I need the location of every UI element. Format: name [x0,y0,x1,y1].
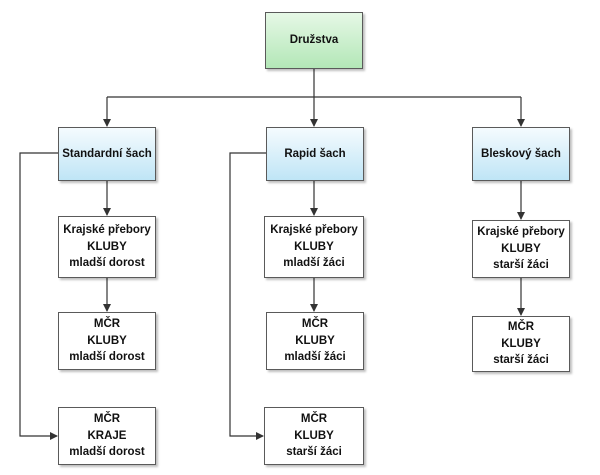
competition-box: Krajské přebory KLUBY mladší dorost [58,216,156,278]
root-box: Družstva [265,12,363,69]
competition-line: Krajské přebory [270,224,358,237]
category-label: Standardní šach [62,147,152,160]
competition-line: starší žáci [286,446,342,459]
competition-line: KLUBY [501,337,541,350]
connector-rapid-side [229,152,266,440]
competition-line: MČR [507,321,535,334]
competition-line: starší žáci [493,354,549,367]
category-label: Rapid šach [284,147,346,160]
competition-box: Krajské přebory KLUBY starší žáci [472,220,570,278]
competition-line: MČR [301,318,329,331]
competition-line: mladší dorost [69,351,145,364]
competition-box: MČR KLUBY mladší dorost [58,312,156,370]
competition-line: KLUBY [87,334,127,347]
category-box-rapid: Rapid šach [266,127,364,181]
competition-line: mladší žáci [284,351,346,364]
competition-line: mladší žáci [283,257,345,270]
competition-line: mladší dorost [69,257,145,270]
connector-standard-side [19,152,58,440]
competition-line: KRAJE [87,429,127,442]
competition-line: KLUBY [294,240,334,253]
competition-line: KLUBY [87,240,127,253]
competition-box: MČR KLUBY mladší žáci [266,312,364,370]
competition-line: MČR [93,318,121,331]
competition-line: KLUBY [294,429,334,442]
root-label: Družstva [289,34,339,47]
competition-line: MČR [300,413,328,426]
competition-line: MČR [93,413,121,426]
category-box-blitz: Bleskový šach [472,127,570,181]
competition-line: Krajské přebory [63,224,151,237]
competition-box: MČR KRAJE mladší dorost [58,407,156,465]
competition-line: mladší dorost [69,446,145,459]
category-box-standard: Standardní šach [58,127,156,181]
competition-box: MČR KLUBY starší žáci [472,316,570,372]
competition-line: KLUBY [295,334,335,347]
competition-box: Krajské přebory KLUBY mladší žáci [264,216,364,278]
category-label: Bleskový šach [481,147,561,160]
competition-line: KLUBY [501,242,541,255]
competition-line: starší žáci [493,259,549,272]
competition-line: Krajské přebory [477,226,565,239]
competition-box: MČR KLUBY starší žáci [264,407,364,465]
